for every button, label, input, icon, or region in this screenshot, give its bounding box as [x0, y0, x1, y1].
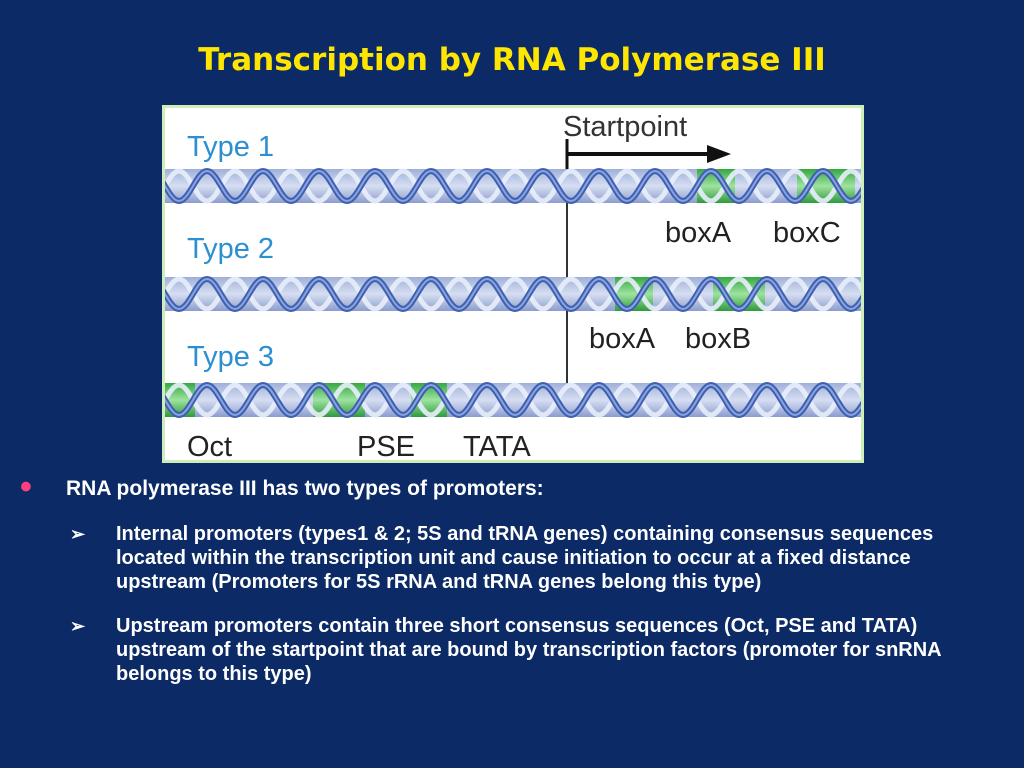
sub-bullet-upstream-text: Upstream promoters contain three short c…: [116, 615, 941, 685]
type-1-boxa-label: boxA: [665, 217, 732, 249]
arrow-bullet-icon: ➢: [70, 616, 86, 636]
sub-bullet-internal: ➢ Internal promoters (types1 & 2; 5S and…: [20, 522, 996, 594]
sub-bullet-internal-text: Internal promoters (types1 & 2; 5S and t…: [116, 523, 934, 593]
type-3-label: Type 3: [187, 341, 274, 373]
promoter-diagram: Startpoint Type 1 Type 2 Type 3 boxA box…: [165, 111, 861, 460]
dna-helix-type-1: [165, 167, 861, 205]
dna-helix-type-2: [165, 275, 861, 313]
bullet-dot-icon: •: [20, 468, 32, 506]
type-1-label: Type 1: [187, 131, 274, 163]
type-1-boxc-label: boxC: [773, 217, 841, 249]
startpoint-label: Startpoint: [563, 111, 687, 143]
bullet-list: • RNA polymerase III has two types of pr…: [20, 470, 1010, 686]
type-3-oct-label: Oct: [187, 431, 232, 460]
type-2-boxa-label: boxA: [589, 323, 656, 355]
dna-helix-type-3: [165, 381, 861, 419]
sub-bullet-upstream: ➢ Upstream promoters contain three short…: [20, 614, 996, 686]
type-3-tata-label: TATA: [463, 431, 531, 460]
main-bullet-text: RNA polymerase III has two types of prom…: [66, 477, 544, 500]
main-bullet: • RNA polymerase III has two types of pr…: [20, 470, 1010, 504]
type-3-pse-label: PSE: [357, 431, 415, 460]
promoter-types-figure: Startpoint Type 1 Type 2 Type 3 boxA box…: [162, 105, 864, 463]
arrow-bullet-icon: ➢: [70, 524, 86, 544]
slide-title: Transcription by RNA Polymerase III: [198, 42, 826, 78]
type-2-boxb-label: boxB: [685, 323, 751, 355]
type-2-label: Type 2: [187, 233, 274, 265]
